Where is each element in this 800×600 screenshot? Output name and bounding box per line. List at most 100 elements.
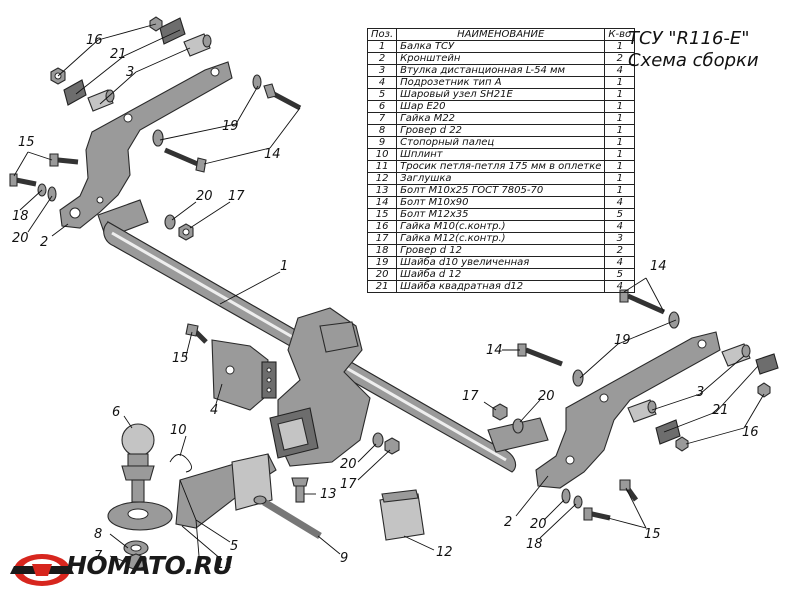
bolt-13 — [291, 477, 309, 503]
cell-name: Шаровый узел SH21E — [396, 88, 606, 101]
cell-pos: 18 — [366, 244, 398, 257]
cell-name: Гайка М10(с.контр.) — [396, 220, 606, 233]
callout-20-beam: 20 — [196, 189, 213, 204]
bolt-14-right-b — [517, 343, 563, 367]
cell-qty: 1 — [604, 184, 636, 197]
callout-17-right: 17 — [462, 389, 479, 404]
cell-pos: 10 — [366, 148, 398, 161]
callout-19-right: 19 — [614, 333, 631, 348]
spacer-3-right-a — [721, 343, 751, 367]
callout-5: 5 — [230, 539, 238, 554]
cell-pos: 12 — [366, 172, 398, 185]
washer-20-center-b — [512, 418, 524, 434]
cell-name: Кронштейн — [396, 52, 606, 65]
callout-20-right-beam: 20 — [538, 389, 555, 404]
nut-7 — [125, 553, 147, 571]
washer-20-left-beam — [164, 214, 176, 230]
cell-qty: 2 — [604, 244, 636, 257]
cell-qty: 5 — [604, 268, 636, 281]
plug-12 — [379, 489, 425, 541]
callout-2-left: 2 — [40, 235, 48, 250]
washer-19-right-b — [572, 369, 584, 387]
callout-16-right: 16 — [742, 425, 759, 440]
cell-qty: 1 — [604, 112, 636, 125]
table-header-row: Поз. НАИМЕНОВАНИЕ К-во — [366, 28, 636, 41]
model-title: ТСУ "R116-E" — [628, 28, 750, 49]
washer-19-left-a — [252, 74, 262, 90]
logo-text: HOMATO.RU — [66, 551, 233, 580]
cell-pos: 4 — [366, 76, 398, 89]
cell-pos: 16 — [366, 220, 398, 233]
bolt-15-left-a — [49, 153, 79, 167]
washer-20-right — [561, 488, 571, 504]
subtitle: Схема сборки — [628, 50, 759, 71]
cell-pos: 14 — [366, 196, 398, 209]
spacer-3-right-b — [627, 399, 657, 423]
cell-name: Болт М10х90 — [396, 196, 606, 209]
washer-18-right — [573, 495, 583, 509]
callout-14-right-b: 14 — [486, 343, 503, 358]
cell-pos: 17 — [366, 232, 398, 245]
bolt-14-left-a — [263, 83, 302, 111]
cell-name: Стопорный палец — [396, 136, 606, 149]
cell-pos: 9 — [366, 136, 398, 149]
bolt-14-right-a — [619, 289, 666, 315]
square-washer-21-left-a — [63, 79, 87, 106]
callout-20-right: 20 — [530, 517, 547, 532]
callout-15-left: 15 — [18, 135, 35, 150]
cell-name: Гровер d 22 — [396, 124, 606, 137]
nut-16-right-a — [757, 382, 771, 398]
cell-name: Шайба квадратная d12 — [396, 280, 606, 293]
callout-10: 10 — [170, 423, 187, 438]
cell-pos: 11 — [366, 160, 398, 173]
cell-name: Болт М10х25 ГОСТ 7805-70 — [396, 184, 606, 197]
left-bracket-plate — [59, 61, 233, 229]
cell-qty: 4 — [604, 196, 636, 209]
nut-16-right-b — [675, 436, 689, 452]
callout-14-left: 14 — [264, 147, 281, 162]
callout-19-left: 19 — [222, 119, 239, 134]
cell-name: Шплинт — [396, 148, 606, 161]
callout-1: 1 — [280, 259, 288, 274]
lock-washer-8 — [123, 540, 149, 556]
lock-pin-9 — [253, 495, 322, 539]
callout-3-left: 3 — [126, 65, 134, 80]
callout-6: 6 — [112, 405, 120, 420]
header-name: НАИМЕНОВАНИЕ — [396, 28, 606, 41]
callout-14-right-a: 14 — [650, 259, 667, 274]
cell-pos: 5 — [366, 88, 398, 101]
socket-plate-4 — [211, 339, 277, 411]
washer-20-left — [47, 186, 57, 202]
cell-pos: 21 — [366, 280, 398, 293]
leader-lines — [13, 23, 765, 563]
tow-ball-6 — [121, 423, 155, 503]
cell-qty: 4 — [604, 256, 636, 269]
callout-17-beam: 17 — [228, 189, 245, 204]
callout-18-right: 18 — [526, 537, 543, 552]
cell-name: Балка ТСУ — [396, 40, 606, 53]
callout-18-left: 18 — [12, 209, 29, 224]
callout-9: 9 — [340, 551, 348, 566]
cell-qty: 1 — [604, 100, 636, 113]
callout-15-socket: 15 — [172, 351, 189, 366]
cell-name: Гайка М22 — [396, 112, 606, 125]
cell-name: Гайка М12(с.контр.) — [396, 232, 606, 245]
callout-12: 12 — [436, 545, 453, 560]
cell-name: Втулка дистанционная L-54 мм — [396, 64, 606, 77]
cell-qty: 1 — [604, 136, 636, 149]
callout-11: 11 — [216, 557, 233, 572]
cell-qty: 3 — [604, 232, 636, 245]
cell-qty: 4 — [604, 220, 636, 233]
callout-20-left: 20 — [12, 231, 29, 246]
